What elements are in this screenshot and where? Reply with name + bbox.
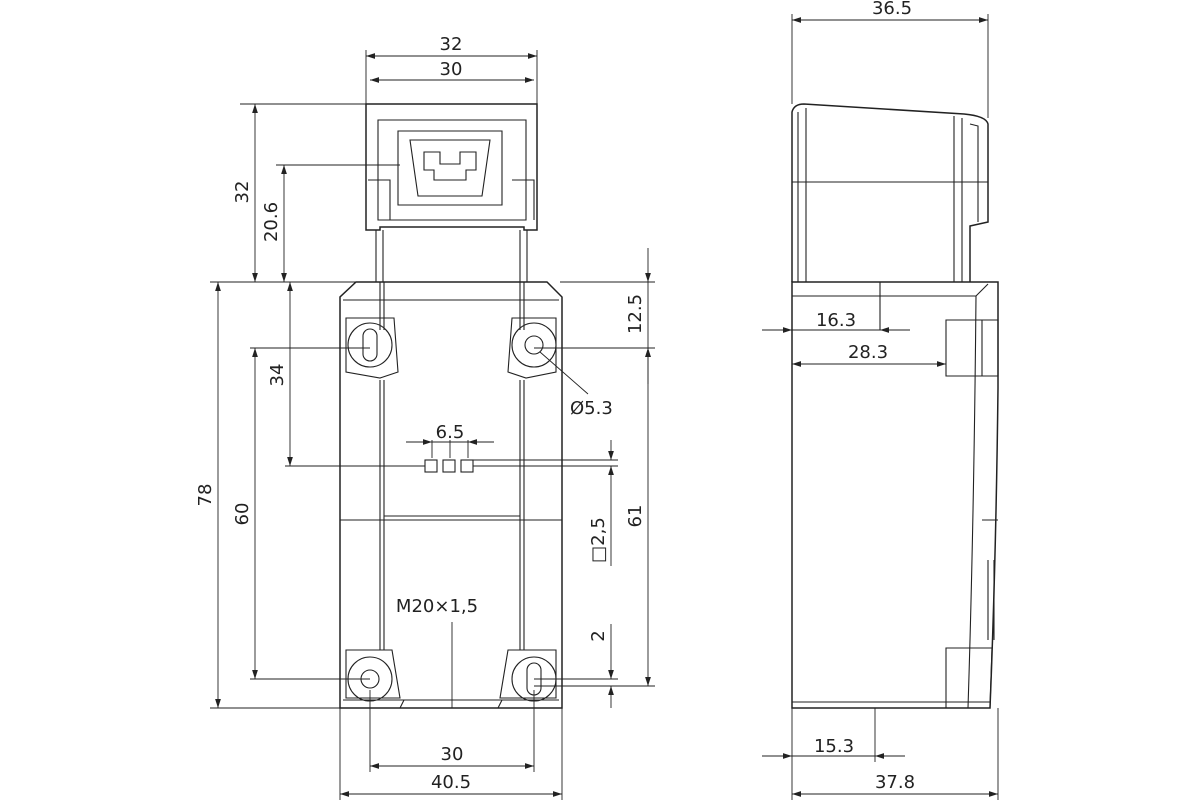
dim-bottom-hole-spacing-label: 30 — [441, 744, 464, 765]
dim-upper-to-led-label: 34 — [267, 364, 288, 387]
side-body — [791, 281, 999, 709]
dim-upper-offset-label: 16.3 — [816, 310, 856, 331]
dim-slot-height-label: 20.6 — [261, 202, 282, 242]
led-indicators — [424, 459, 474, 473]
dim-mount-spacing-label: 60 — [232, 503, 253, 526]
dim-hole-diameter-label: Ø5.3 — [570, 398, 613, 419]
dim-top-outer-label: 32 — [440, 34, 463, 55]
dim-body-width-label: 40.5 — [431, 772, 471, 793]
dim-top-depth-label: 36.5 — [872, 0, 912, 19]
dim-total-height-label: 78 — [195, 484, 216, 507]
side-view: 36.5 16.3 28.3 15.3 37.8 — [762, 0, 999, 800]
side-head — [791, 103, 989, 282]
dim-head-height-label: 32 — [232, 181, 253, 204]
dim-lower-offset-label: 15.3 — [814, 736, 854, 757]
dim-bottom-offset-label: 2 — [588, 630, 609, 641]
dim-upper-depth-label: 28.3 — [848, 342, 888, 363]
thread-label: M20×1,5 — [396, 596, 478, 617]
front-view: 32 30 32 20.6 78 60 34 6.5 □2,5 12.5 61 … — [195, 34, 655, 800]
actuator-head — [365, 103, 538, 282]
dim-top-inner-label: 30 — [440, 59, 463, 80]
dim-led-size-label: □2,5 — [588, 517, 609, 563]
dim-led-spacing-label: 6.5 — [436, 422, 465, 443]
dim-top-to-hole-label: 12.5 — [625, 294, 646, 334]
dim-hole-spacing-label: 61 — [625, 505, 646, 528]
dim-bottom-depth-label: 37.8 — [875, 772, 915, 793]
switch-body — [339, 281, 563, 709]
